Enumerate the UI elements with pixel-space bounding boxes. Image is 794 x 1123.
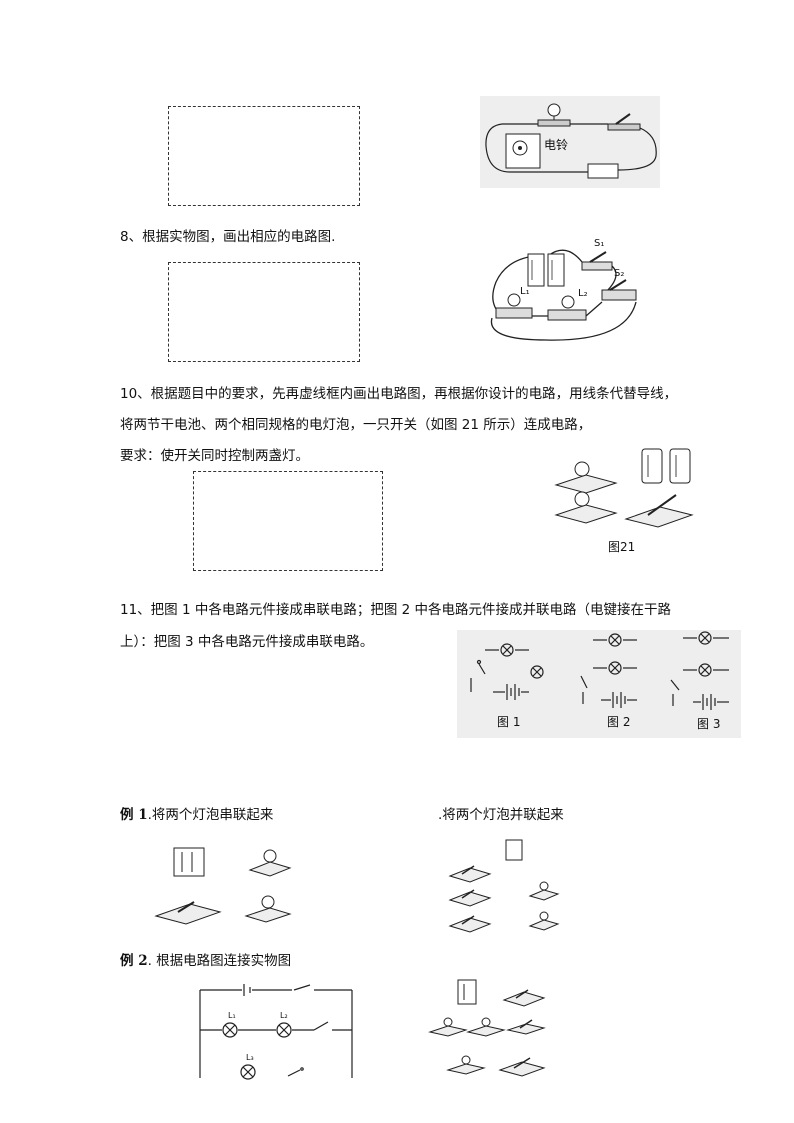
ex2-label-l2: L₂ [280,1011,288,1020]
example-2-circuit-diagram: L₁ L₂ L₃ [196,980,356,1080]
label-l1: L₁ [520,286,530,297]
fig1-label: 图 1 [497,715,520,729]
answer-box-q7 [168,106,360,206]
example-1-text: .将两个灯泡串联起来 [147,807,274,823]
q11-figures-svg: 图 1 图 2 图 3 [470,631,729,731]
fig21-svg: 图21 [554,448,694,554]
example-1-left-svg [154,847,292,925]
example-2-physical-svg [428,979,546,1077]
q8-physical-figure: S₁ S₂ L₁ L₂ [486,232,646,346]
example-2-prefix: 例 2 [120,953,148,969]
fig2-label: 图 2 [607,715,630,729]
label-s2: S₂ [614,268,624,279]
ex2-label-l1: L₁ [228,1011,236,1020]
bell-circuit-svg: 电铃 [485,103,657,179]
question-10-line1: 10、根据题目中的要求，先再虚线框内画出电路图，再根据你设计的电路，用线条代替导… [120,386,678,402]
q8-figure-svg: S₁ S₂ L₁ L₂ [490,238,637,341]
example-1-right-svg [448,839,560,933]
example-2-physical-figure [428,976,552,1084]
question-10-line3: 要求：使开关同时控制两盏灯。 [120,448,309,464]
label-s1: S₁ [594,238,604,249]
bell-circuit-figure: 电铃 [480,96,660,188]
fig3-label: 图 3 [697,717,720,731]
ex2-label-l3: L₃ [246,1053,254,1062]
example-1-left-figure [150,838,300,930]
example-2-heading: 例 2. 根据电路图连接实物图 [120,952,291,970]
example-1-right-figure [444,834,574,936]
answer-box-q10 [193,471,383,571]
answer-box-q8 [168,262,360,362]
fig21-caption: 图21 [608,540,635,554]
question-10-line2: 将两节干电池、两个相同规格的电灯泡，一只开关（如图 21 所示）连成电路， [120,417,592,433]
question-8-text: 8、根据实物图，画出相应的电路图. [120,229,336,245]
question-11-line2: 上）：把图 3 中各电路元件接成串联电路。 [120,634,374,650]
bell-label: 电铃 [544,137,568,152]
label-l2: L₂ [578,288,588,299]
q11-figures: 图 1 图 2 图 3 [457,630,741,738]
example-1-right-heading: .将两个灯泡并联起来 [438,807,564,823]
example-2-circuit-svg: L₁ L₂ L₃ [199,984,353,1080]
example-2-text: . 根据电路图连接实物图 [147,953,292,969]
question-11-line1: 11、把图 1 中各电路元件接成串联电路；把图 2 中各电路元件接成并联电路（电… [120,602,672,618]
fig21-components: 图21 [552,445,700,557]
example-1-prefix: 例 1 [120,807,148,823]
example-1-heading: 例 1.将两个灯泡串联起来 [120,806,273,824]
